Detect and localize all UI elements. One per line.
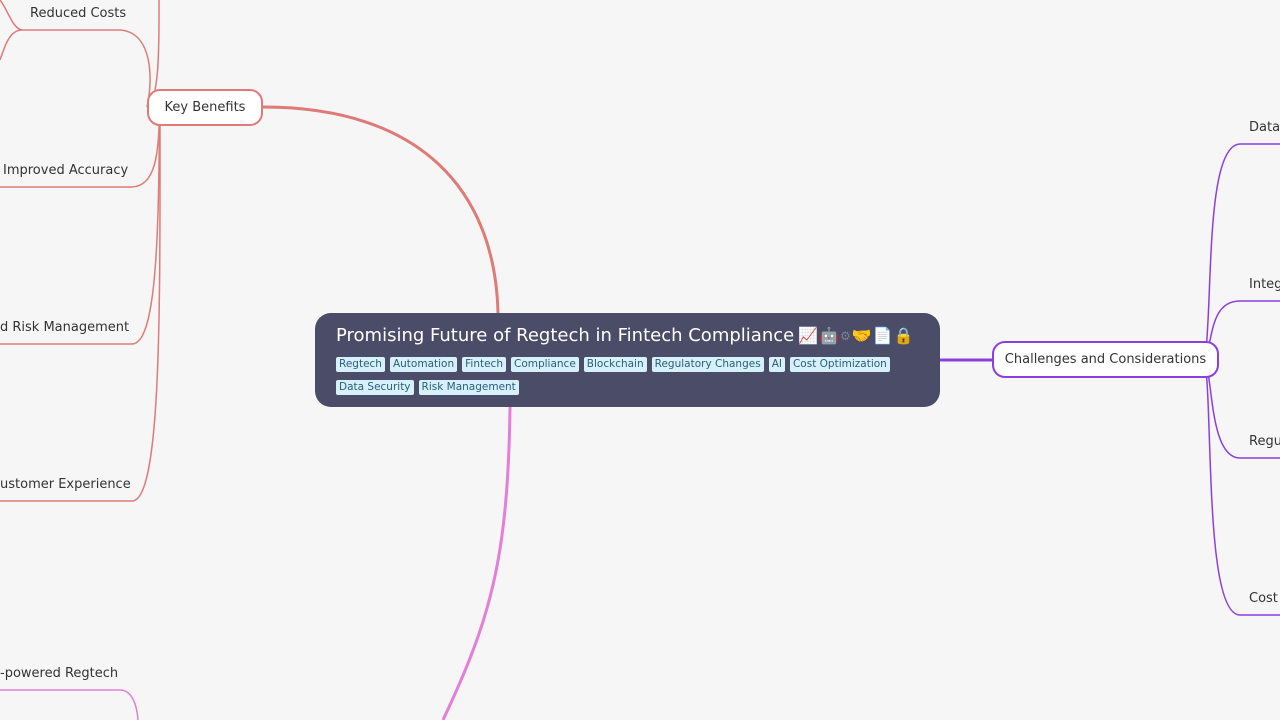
document-icon: 📄 [872, 326, 893, 345]
leaf-integ[interactable]: Integ [1249, 277, 1280, 292]
link-customer-experience [0, 106, 161, 502]
tag[interactable]: Data Security [336, 380, 414, 395]
link-reduced-costs-left [0, 0, 23, 31]
leaf-customer-experience[interactable]: ustomer Experience [0, 477, 131, 492]
lock-icon: 🔒 [893, 326, 914, 345]
leaf-improved-accuracy[interactable]: Improved Accuracy [3, 163, 129, 178]
central-topic-title-row: Promising Future of Regtech in Fintech C… [336, 322, 922, 350]
central-topic-title: Promising Future of Regtech in Fintech C… [336, 325, 795, 346]
link-reduced-costs-underline [0, 29, 151, 108]
central-topic-emojis: 📈 🤖 ⚙ 🤝 📄 🔒 [798, 326, 913, 346]
link-risk-management [0, 106, 161, 345]
leaf-risk-management[interactable]: d Risk Management [0, 320, 130, 335]
tag[interactable]: Cost Optimization [789, 357, 890, 372]
tag[interactable]: Blockchain [583, 357, 647, 372]
central-topic-tags: Regtech Automation Fintech Compliance Bl… [336, 357, 916, 395]
link-challenge-cost [1204, 359, 1280, 616]
leaf-ai-powered-regtech[interactable]: -powered Regtech [0, 666, 119, 681]
branch-challenges-considerations[interactable]: Challenges and Considerations [992, 341, 1219, 378]
gear-icon: ⚙ [840, 329, 851, 343]
tag[interactable]: Regulatory Changes [651, 357, 764, 372]
link-challenge-data [1204, 143, 1280, 361]
link-central-ai-regtech [441, 406, 512, 720]
branch-challenges-label: Challenges and Considerations [1004, 352, 1207, 367]
chart-increasing-icon: 📈 [798, 326, 819, 345]
robot-icon: 🤖 [819, 326, 840, 345]
link-ai-regtech-leaf [0, 689, 139, 720]
branch-key-benefits[interactable]: Key Benefits [147, 89, 263, 126]
branch-key-benefits-label: Key Benefits [164, 100, 246, 115]
tag[interactable]: Regtech [336, 357, 385, 372]
handshake-icon: 🤝 [851, 326, 872, 345]
tag[interactable]: Risk Management [418, 380, 519, 395]
link-central-key-benefits [262, 105, 500, 314]
leaf-data[interactable]: Data [1249, 120, 1280, 135]
central-topic[interactable]: Promising Future of Regtech in Fintech C… [315, 313, 940, 407]
tag[interactable]: Fintech [462, 357, 506, 372]
leaf-reduced-costs[interactable]: Reduced Costs [30, 6, 127, 21]
leaf-regu[interactable]: Regu [1249, 434, 1280, 449]
tag[interactable]: Automation [389, 357, 458, 372]
tag[interactable]: AI [768, 357, 785, 372]
tag[interactable]: Compliance [510, 357, 579, 372]
leaf-cost[interactable]: Cost [1249, 591, 1278, 606]
